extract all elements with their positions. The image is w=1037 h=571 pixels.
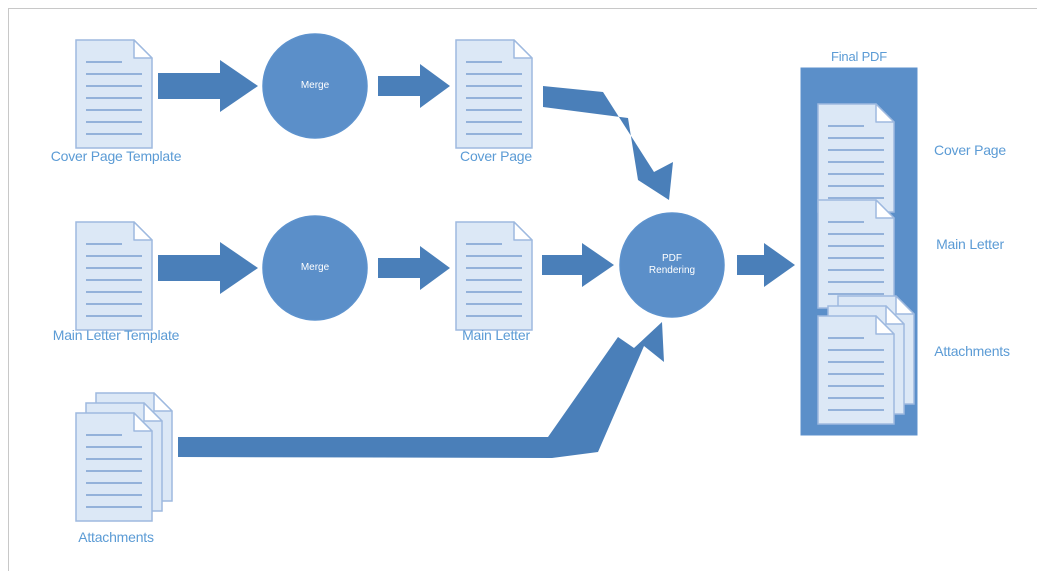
final-cover-page-document-icon bbox=[817, 103, 895, 213]
cover-page-document-icon bbox=[455, 39, 533, 149]
arrow-cover-template-to-merge bbox=[158, 60, 258, 112]
merge-cover-circle bbox=[262, 33, 368, 139]
main-letter-label: Main Letter bbox=[462, 327, 530, 343]
arrow-attachments-to-rendering bbox=[178, 322, 664, 458]
final-attachments-document-stack-icon bbox=[817, 295, 915, 425]
arrow-main-letter-to-rendering bbox=[542, 243, 614, 287]
final-main-letter-label: Main Letter bbox=[936, 236, 1004, 252]
merge-main-circle bbox=[262, 215, 368, 321]
arrow-main-template-to-merge bbox=[158, 242, 258, 294]
final-pdf-title: Final PDF bbox=[831, 49, 887, 64]
main-letter-document-icon bbox=[455, 221, 533, 331]
final-main-letter-document-icon bbox=[817, 199, 895, 309]
attachments-document-stack-icon bbox=[75, 392, 173, 522]
arrow-merge-to-cover-page bbox=[378, 64, 450, 108]
main-template-document-icon bbox=[75, 221, 153, 331]
pdf-rendering-circle bbox=[619, 212, 725, 318]
arrow-merge-to-main-letter bbox=[378, 246, 450, 290]
attachments-label: Attachments bbox=[78, 529, 154, 545]
arrow-cover-page-to-rendering bbox=[543, 86, 673, 200]
final-attachments-label: Attachments bbox=[934, 343, 1010, 359]
final-cover-page-label: Cover Page bbox=[934, 142, 1006, 158]
arrow-rendering-to-final-pdf bbox=[737, 243, 795, 287]
main-template-label: Main Letter Template bbox=[52, 327, 180, 343]
pdf-rendering-label: PDF Rendering bbox=[649, 253, 695, 277]
pdf-rendering-label-line2: Rendering bbox=[648, 265, 696, 276]
cover-template-label: Cover Page Template bbox=[50, 148, 182, 164]
cover-template-document-icon bbox=[75, 39, 153, 149]
pdf-rendering-label-line1: PDF bbox=[662, 253, 682, 264]
cover-page-label: Cover Page bbox=[460, 148, 532, 164]
merge-main-label: Merge bbox=[300, 262, 330, 273]
merge-cover-label: Merge bbox=[300, 80, 330, 91]
